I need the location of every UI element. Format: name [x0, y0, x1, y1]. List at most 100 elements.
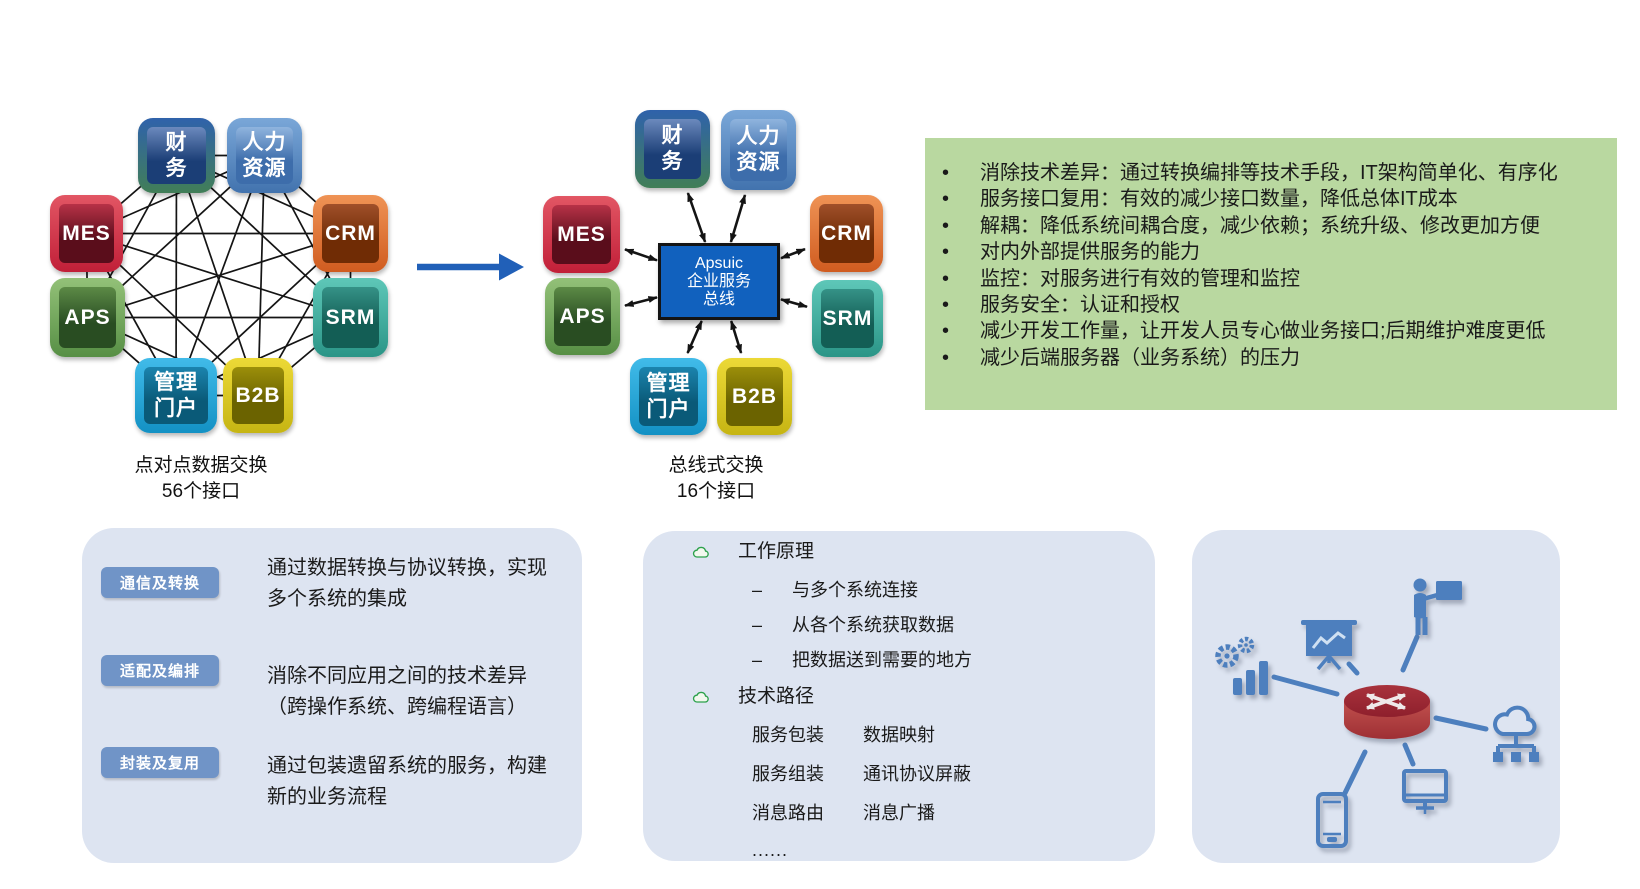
principles-content: 工作原理 – 与多个系统连接 – 从各个系统获取数据 –把数据送到需要的地方技术路径服务包… — [660, 540, 1140, 860]
system-node-label: B2B — [235, 383, 281, 407]
caption-line: 总线式交换 — [668, 455, 764, 476]
system-node-srm: SRM — [313, 278, 388, 357]
caption-bus-exchange: 总线式交换 16个接口 — [668, 453, 763, 505]
caption-point-to-point: 点对点数据交换 56个接口 — [134, 453, 267, 505]
capability-description-line: 通过包装遗留系统的服务，构建 — [267, 755, 547, 777]
dash-bullet: – — [752, 580, 763, 600]
system-node-label: APS — [559, 304, 606, 328]
esb-label-line: 总线 — [702, 290, 735, 308]
system-node-face: 管理门户 — [144, 367, 208, 424]
esb-label-line: 企业服务 — [686, 272, 751, 290]
caption-line: 点对点数据交换 — [134, 455, 268, 476]
benefit-item: 消除技术差异：通过转换编排等技术手段，IT架构简单化、有序化 — [925, 160, 1607, 187]
benefit-item: 服务安全：认证和授权 — [925, 292, 1607, 319]
system-node-label: 资源 — [736, 151, 781, 174]
work-principle-item: – 从各个系统获取数据 — [752, 613, 1140, 637]
system-node-label: 务 — [661, 150, 684, 173]
network-illustration-panel — [1192, 530, 1560, 863]
system-node-crm: CRM — [313, 195, 388, 272]
system-node-face: CRM — [819, 204, 874, 263]
capability-badge: 封装及复用 — [101, 747, 219, 778]
benefit-item: 监控：对服务进行有效的管理和监控 — [925, 266, 1607, 293]
benefit-item: 减少开发工作量，让开发人员专心做业务接口;后期维护难度更低 — [925, 318, 1607, 345]
system-node-label: 管理 — [646, 371, 691, 395]
tech-path-row: 服务组装通讯协议屏蔽 — [752, 762, 1140, 786]
system-node-face: CRM — [322, 204, 379, 263]
benefit-item: 解耦：降低系统间耦合度，减少依赖；系统升级、修改更加方便 — [925, 213, 1607, 240]
cloud-bullet-icon — [692, 546, 709, 558]
bus-arrows — [624, 192, 808, 354]
principles-section-title: 工作原理 — [660, 540, 1140, 564]
dash-bullet: – — [752, 615, 763, 635]
work-principle-item: – 与多个系统连接 — [752, 578, 1140, 602]
system-node-renli2: 人力资源 — [721, 110, 796, 190]
system-node-label: B2B — [731, 384, 777, 408]
system-node-label: CRM — [821, 221, 872, 245]
system-node-face: 人力资源 — [236, 127, 293, 184]
cloud-bullet-icon — [692, 691, 709, 703]
system-node-face: 管理门户 — [639, 367, 698, 426]
tech-path-item: 消息路由 — [752, 803, 824, 823]
system-node-label: 务 — [165, 156, 188, 180]
tech-path-item: 数据映射 — [863, 725, 935, 745]
system-node-caiwu: 财务 — [138, 118, 215, 193]
tech-path-row: 消息路由 消息广播 — [752, 801, 1140, 825]
system-node-label: CRM — [325, 221, 376, 245]
work-principle-text: 从各个系统获取数据 — [792, 615, 954, 635]
system-node-label: 门户 — [154, 396, 198, 420]
system-node-face: MES — [59, 204, 114, 263]
system-node-face: APS — [59, 287, 116, 348]
capability-description: 消除不同应用之间的技术差异（跨操作系统、跨编程语言） — [267, 661, 527, 723]
system-node-srm2: SRM — [812, 280, 883, 357]
work-principle-text: 与多个系统连接 — [792, 580, 918, 600]
system-node-label: 财 — [165, 130, 188, 154]
system-node-face: B2B — [726, 367, 783, 426]
tech-path-item: 服务包装 — [752, 725, 824, 745]
router-icon — [1344, 685, 1430, 739]
capability-description-line: 消除不同应用之间的技术差异 — [267, 665, 527, 687]
system-node-face: 财务 — [644, 119, 701, 179]
capability-badge: 通信及转换 — [101, 567, 219, 598]
system-node-face: B2B — [232, 367, 284, 424]
presenter-person-icon — [1413, 578, 1462, 635]
system-node-guanli2: 管理门户 — [630, 358, 707, 435]
tech-path-item: 通讯协议屏蔽 — [863, 764, 971, 784]
system-node-label: 门户 — [646, 397, 691, 421]
principles-title-text: 工作原理 — [738, 541, 815, 562]
work-principle-item: –把数据送到需要的地方 — [752, 648, 1140, 672]
tech-path-item: 消息广播 — [863, 803, 935, 823]
principles-panel: 工作原理 – 与多个系统连接 – 从各个系统获取数据 –把数据送到需要的地方技术路径服务包… — [643, 531, 1155, 861]
system-node-b2b: B2B — [223, 358, 293, 433]
system-node-face: SRM — [322, 287, 379, 348]
system-node-crm2: CRM — [810, 195, 883, 272]
system-node-label: MES — [557, 222, 606, 246]
system-node-label: 人力 — [736, 125, 781, 148]
system-node-face: 财务 — [147, 127, 206, 184]
capabilities-panel: 通信及转换通过数据转换与协议转换，实现多个系统的集成适配及编排消除不同应用之间的… — [82, 528, 582, 863]
presentation-chart-icon — [1301, 620, 1357, 671]
system-node-label: 管理 — [154, 370, 198, 394]
cloud-network-icon — [1493, 705, 1539, 762]
system-node-label: SRM — [822, 306, 873, 330]
system-node-mes2: MES — [543, 196, 620, 273]
esb-label-line: Apsuic — [694, 254, 744, 272]
caption-line: 16个接口 — [676, 481, 756, 502]
system-node-guanli: 管理门户 — [135, 358, 217, 433]
system-node-label: 人力 — [242, 130, 287, 154]
tech-path-row: 服务包装 数据映射 — [752, 723, 1140, 747]
capability-description: 通过数据转换与协议转换，实现多个系统的集成 — [267, 553, 547, 615]
capability-description-line: 多个系统的集成 — [267, 588, 407, 610]
system-node-aps2: APS — [545, 278, 620, 355]
principles-section-title: 技术路径 — [660, 685, 1140, 709]
benefit-item: 对内外部提供服务的能力 — [925, 239, 1607, 266]
system-node-face: MES — [552, 205, 611, 264]
capability-description-line: 新的业务流程 — [267, 786, 387, 808]
system-node-label: 财 — [661, 124, 684, 147]
system-node-renli: 人力资源 — [227, 118, 302, 193]
smartphone-icon — [1316, 792, 1348, 848]
desktop-monitor-icon — [1402, 769, 1448, 814]
benefit-item: 减少后端服务器（业务系统）的压力 — [925, 345, 1607, 372]
system-node-label: 资源 — [242, 156, 287, 180]
work-principle-text: 把数据送到需要的地方 — [792, 650, 972, 670]
